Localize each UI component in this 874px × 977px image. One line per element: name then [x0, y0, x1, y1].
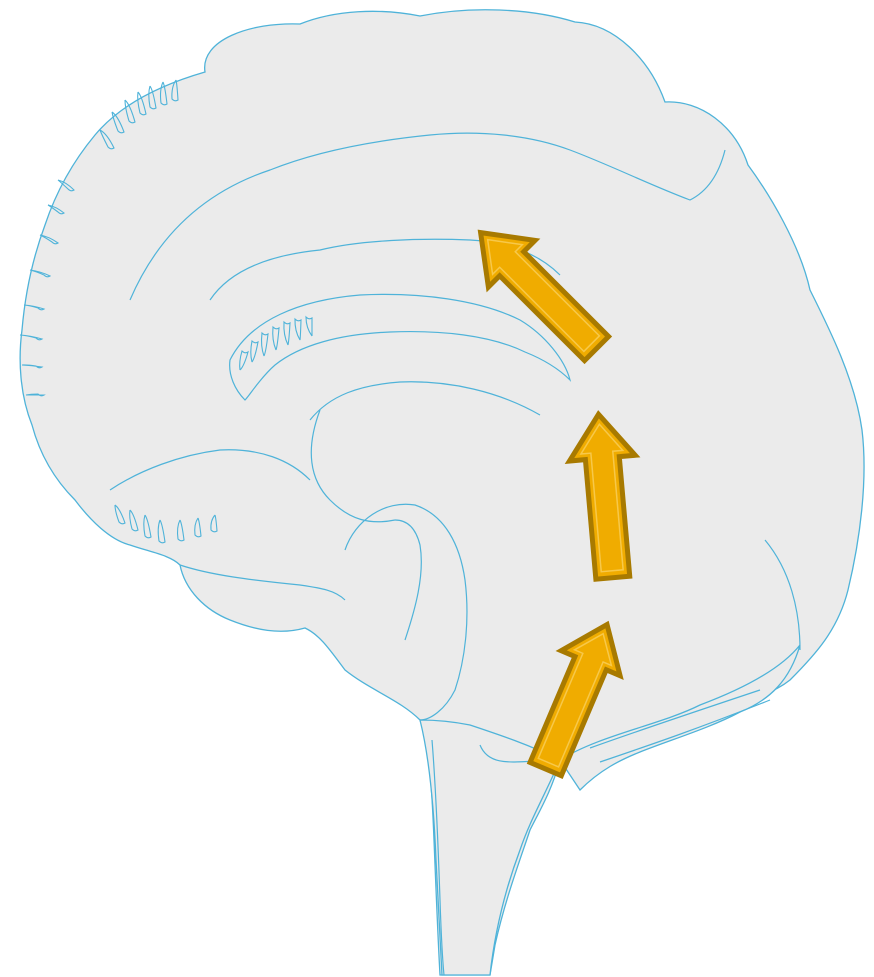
brain-illustration [0, 0, 874, 977]
diagram-stage [0, 0, 874, 977]
